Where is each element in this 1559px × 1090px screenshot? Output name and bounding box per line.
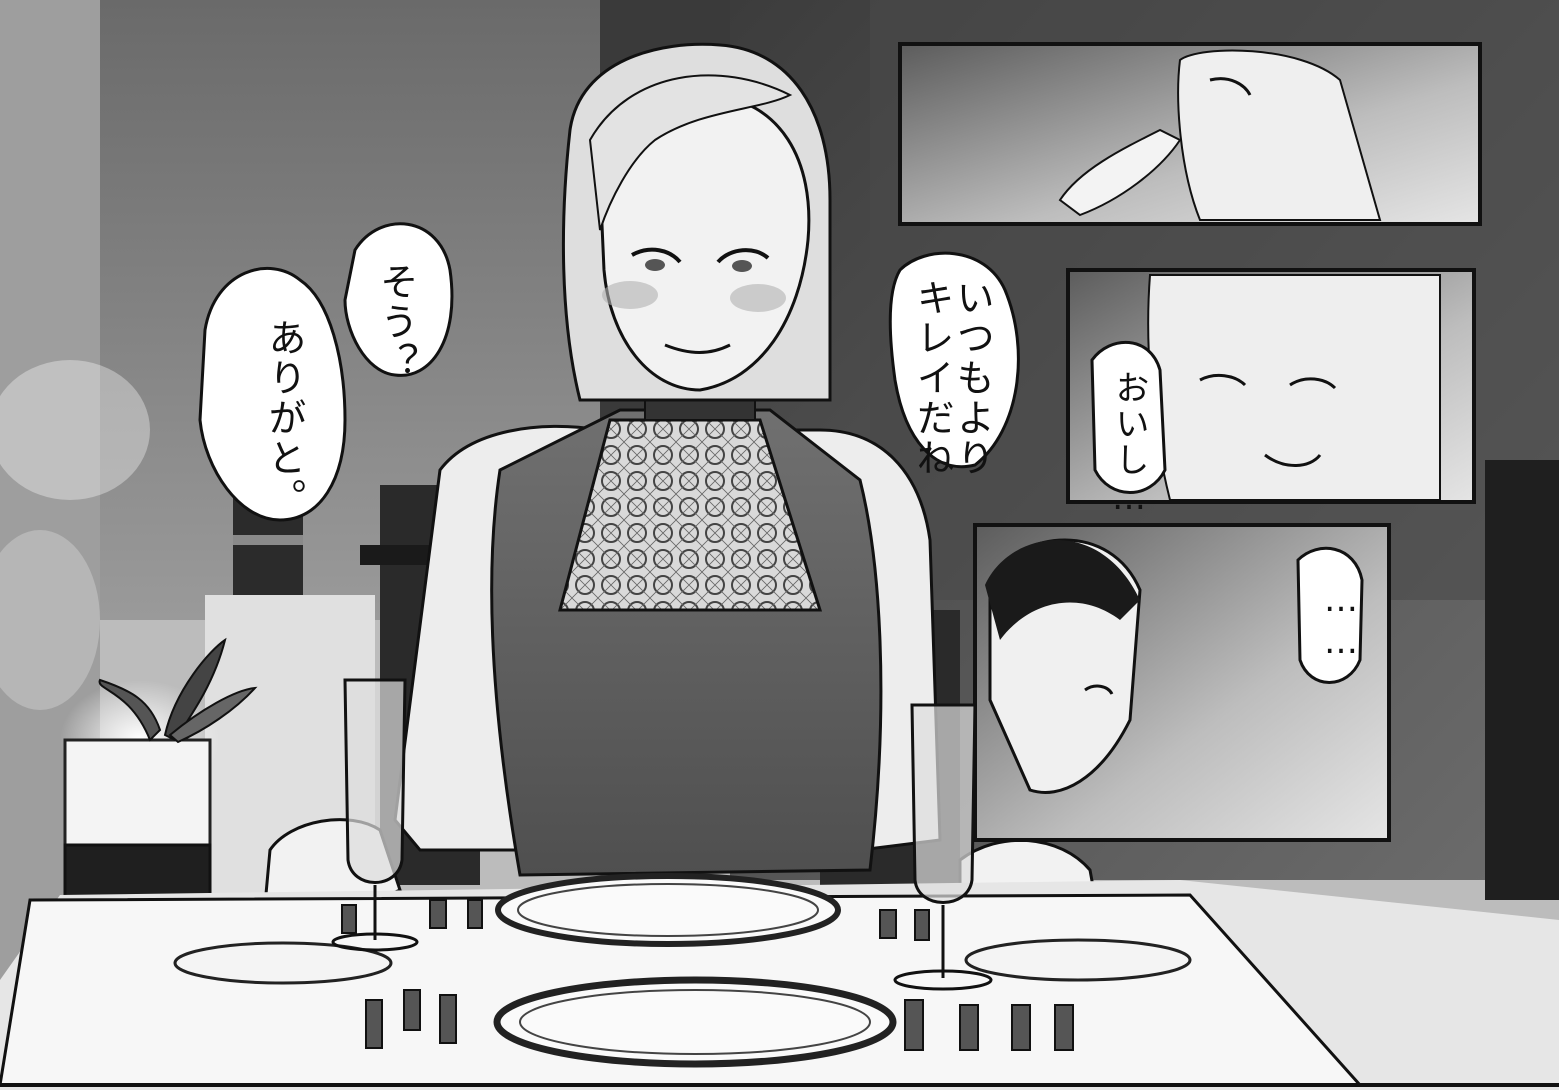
speech-text-soo: そう？ xyxy=(374,262,418,382)
speech-text-itsumo-line2: キレイだね xyxy=(910,278,954,478)
plate-icon xyxy=(173,873,1192,1068)
speech-bubbles xyxy=(198,222,1364,684)
right-chair xyxy=(1485,460,1559,900)
speech-text-itsumo-line1: いつもより xyxy=(950,278,994,478)
fork-icon xyxy=(365,899,897,1049)
champagne-glass-icon xyxy=(331,678,993,991)
speech-text-arigato: ありがと。 xyxy=(262,318,306,518)
speech-text-ellipsis: …… xyxy=(1321,580,1361,664)
speech-text-oishi: おいし… xyxy=(1109,370,1149,520)
knife-icon xyxy=(341,899,1074,1051)
inset-panel-drinking xyxy=(898,42,1482,226)
plant-icon xyxy=(98,637,258,744)
